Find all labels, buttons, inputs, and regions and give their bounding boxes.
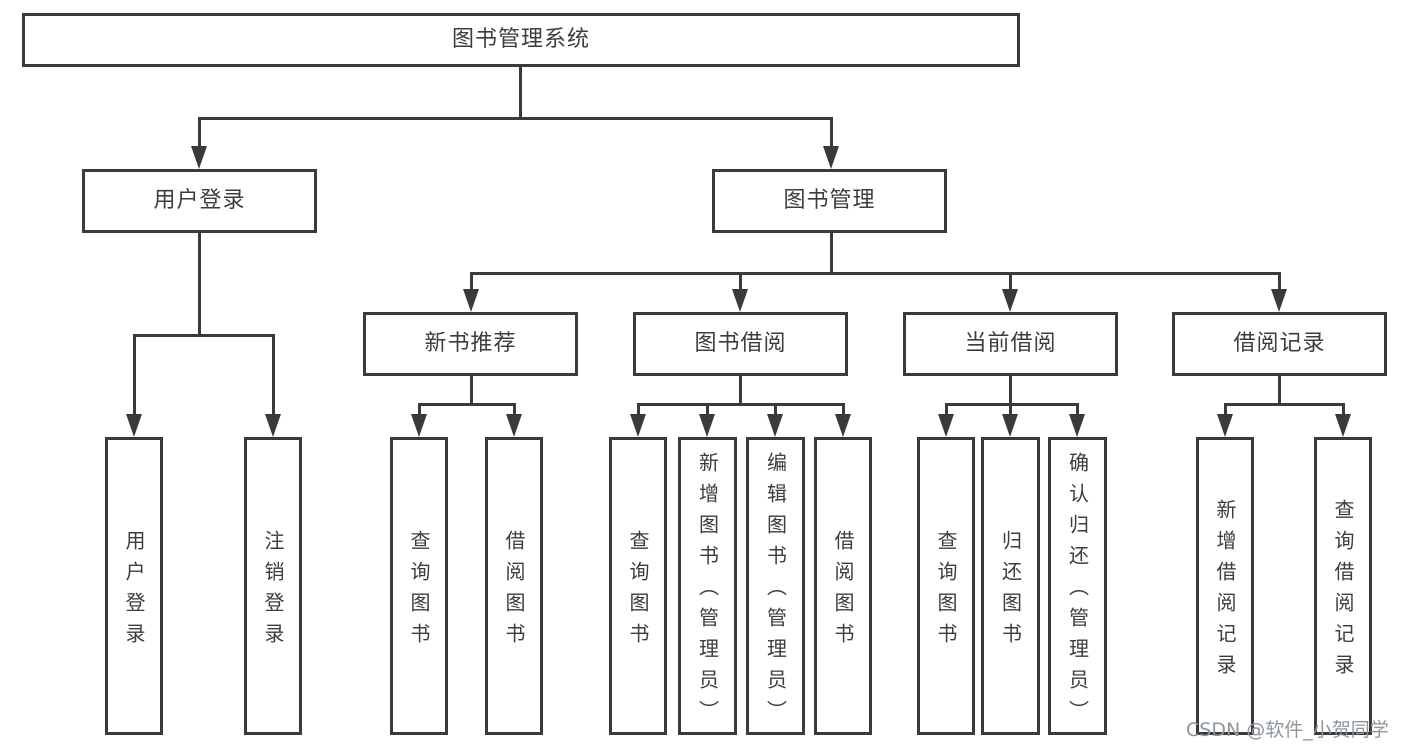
connector-line bbox=[637, 403, 640, 416]
node-root-system: 图书管理系统 bbox=[22, 13, 1020, 67]
csdn-watermark: CSDN @软件_小贺同学 bbox=[1186, 719, 1389, 741]
leaf-return-book: 归还图书 bbox=[981, 437, 1040, 735]
arrow-down-icon bbox=[1002, 414, 1018, 437]
connector-line bbox=[1224, 403, 1344, 406]
node-label: 新增图书（管理员） bbox=[695, 452, 720, 731]
arrow-down-icon bbox=[1069, 414, 1085, 437]
connector-line bbox=[133, 334, 275, 337]
arrow-down-icon bbox=[191, 146, 207, 169]
connector-line bbox=[513, 403, 516, 416]
node-book-management: 图书管理 bbox=[712, 169, 947, 233]
connector-line bbox=[1009, 376, 1012, 405]
arrow-down-icon bbox=[699, 414, 715, 437]
node-borrow-record: 借阅记录 bbox=[1172, 312, 1387, 376]
node-label: 新书推荐 bbox=[424, 331, 517, 356]
connector-line bbox=[830, 117, 833, 149]
connector-line bbox=[470, 376, 473, 405]
node-label: 查询图书 bbox=[407, 529, 431, 654]
connector-line bbox=[739, 376, 742, 405]
leaf-confirm-return-admin: 确认归还（管理员） bbox=[1048, 437, 1107, 735]
connector-line bbox=[418, 403, 515, 406]
connector-line bbox=[272, 334, 275, 416]
node-label: 借阅记录 bbox=[1233, 331, 1326, 356]
node-label: 查询借阅记录 bbox=[1331, 498, 1355, 685]
leaf-user-login: 用户登录 bbox=[105, 437, 163, 735]
connector-line bbox=[830, 233, 833, 275]
connector-line bbox=[1278, 376, 1281, 405]
arrow-down-icon bbox=[767, 414, 783, 437]
connector-line bbox=[842, 403, 845, 416]
arrow-down-icon bbox=[732, 289, 748, 312]
leaf-query-book-current: 查询图书 bbox=[917, 437, 975, 735]
node-label: 编辑图书（管理员） bbox=[763, 452, 788, 731]
connector-line bbox=[470, 272, 473, 291]
arrow-down-icon bbox=[265, 414, 281, 437]
connector-line bbox=[706, 403, 709, 416]
leaf-logout: 注销登录 bbox=[244, 437, 302, 735]
arrow-down-icon bbox=[835, 414, 851, 437]
connector-line bbox=[198, 117, 201, 149]
leaf-query-book-borrow: 查询图书 bbox=[609, 437, 667, 735]
node-label: 借阅图书 bbox=[502, 529, 526, 654]
node-label: 图书借阅 bbox=[694, 331, 787, 356]
connector-line bbox=[418, 403, 421, 416]
connector-line bbox=[1224, 403, 1227, 416]
node-label: 确认归还（管理员） bbox=[1065, 452, 1090, 731]
arrow-down-icon bbox=[1217, 414, 1233, 437]
node-label: 新增借阅记录 bbox=[1213, 498, 1237, 685]
connector-line bbox=[739, 272, 742, 291]
leaf-edit-book-admin: 编辑图书（管理员） bbox=[746, 437, 805, 735]
connector-line bbox=[198, 117, 833, 120]
connector-line bbox=[1009, 272, 1012, 291]
node-label: 归还图书 bbox=[998, 529, 1023, 654]
connector-line bbox=[519, 66, 522, 118]
arrow-down-icon bbox=[411, 414, 427, 437]
connector-line bbox=[637, 403, 844, 406]
node-user-login: 用户登录 bbox=[82, 169, 317, 233]
node-label: 用户登录 bbox=[153, 188, 246, 213]
node-label: 查询图书 bbox=[934, 529, 958, 654]
leaf-borrow-book: 借阅图书 bbox=[814, 437, 872, 735]
node-label: 查询图书 bbox=[626, 529, 650, 654]
node-label: 用户登录 bbox=[122, 529, 146, 654]
node-label: 当前借阅 bbox=[964, 331, 1057, 356]
node-label: 图书管理系统 bbox=[451, 27, 590, 52]
node-label: 图书管理 bbox=[783, 188, 876, 213]
connector-line bbox=[133, 334, 136, 416]
connector-line bbox=[1342, 403, 1345, 416]
leaf-query-borrow-record: 查询借阅记录 bbox=[1314, 437, 1372, 735]
node-current-borrow: 当前借阅 bbox=[903, 312, 1118, 376]
arrow-down-icon bbox=[126, 414, 142, 437]
connector-line bbox=[198, 233, 201, 337]
node-new-book-recommend: 新书推荐 bbox=[363, 312, 578, 376]
leaf-query-book-recommend: 查询图书 bbox=[390, 437, 448, 735]
arrow-down-icon bbox=[823, 146, 839, 169]
node-book-borrow: 图书借阅 bbox=[633, 312, 848, 376]
arrow-down-icon bbox=[463, 289, 479, 312]
connector-line bbox=[945, 403, 948, 416]
leaf-add-book-admin: 新增图书（管理员） bbox=[678, 437, 737, 735]
leaf-borrow-book-recommend: 借阅图书 bbox=[485, 437, 543, 735]
arrow-down-icon bbox=[938, 414, 954, 437]
node-label: 注销登录 bbox=[261, 529, 285, 654]
arrow-down-icon bbox=[506, 414, 522, 437]
arrow-down-icon bbox=[1002, 289, 1018, 312]
leaf-add-borrow-record: 新增借阅记录 bbox=[1196, 437, 1254, 735]
connector-line bbox=[1076, 403, 1079, 416]
node-label: 借阅图书 bbox=[831, 529, 855, 654]
arrow-down-icon bbox=[1271, 289, 1287, 312]
arrow-down-icon bbox=[630, 414, 646, 437]
connector-line bbox=[1278, 272, 1281, 291]
connector-line bbox=[470, 272, 1281, 275]
arrow-down-icon bbox=[1335, 414, 1351, 437]
connector-line bbox=[1009, 403, 1012, 416]
connector-line bbox=[774, 403, 777, 416]
